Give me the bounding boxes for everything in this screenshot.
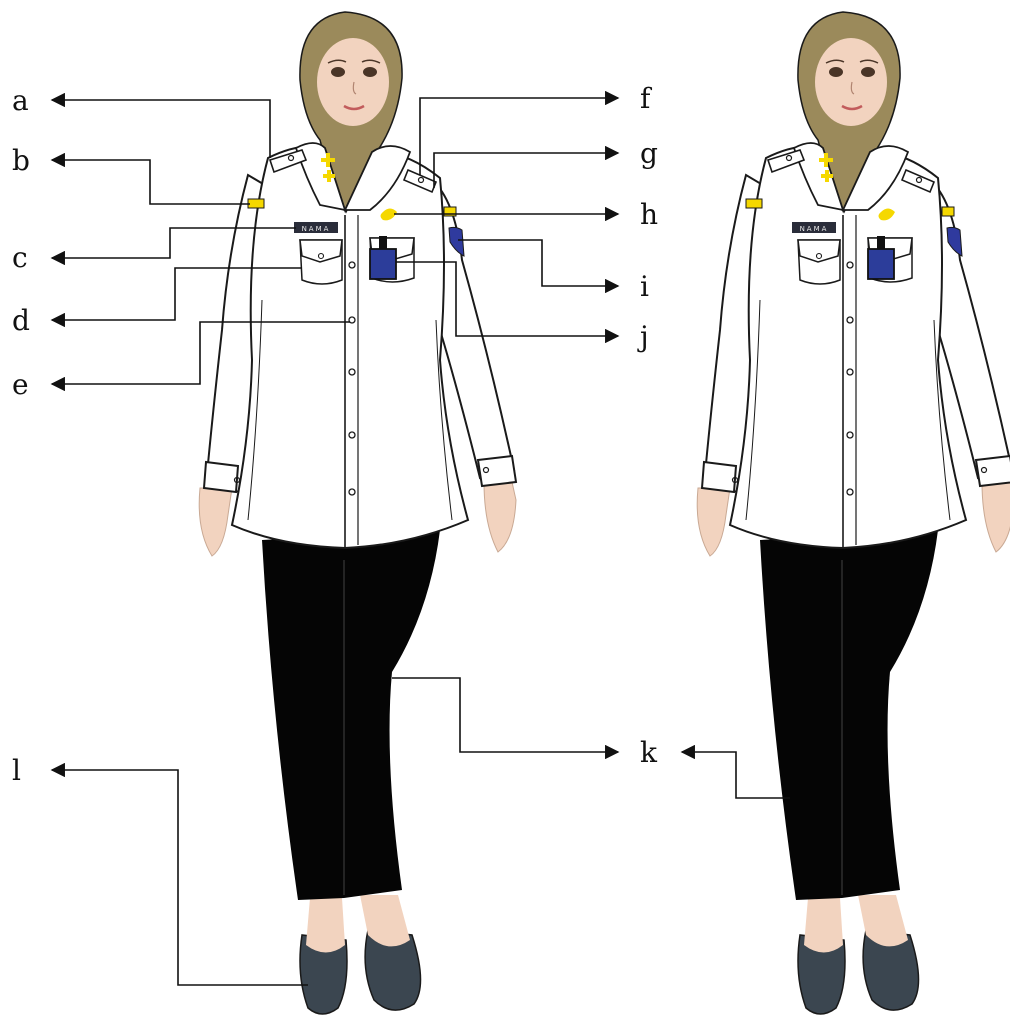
leader-k-right: [682, 752, 790, 798]
leader-b: [52, 160, 250, 204]
leader-a: [52, 100, 270, 158]
label-a: a: [12, 84, 29, 117]
label-h: h: [640, 198, 658, 231]
label-b: b: [12, 144, 30, 177]
label-l: l: [12, 754, 21, 787]
label-d: d: [12, 304, 30, 337]
label-i: i: [640, 270, 649, 303]
label-k: k: [640, 736, 658, 769]
leader-k-left: [392, 678, 618, 752]
label-j: j: [637, 320, 649, 353]
leader-i: [458, 240, 618, 286]
label-f: f: [640, 82, 653, 115]
leader-f: [420, 98, 618, 175]
figure-front-left: [199, 12, 516, 1014]
label-c: c: [12, 241, 28, 274]
figure-front-right: [697, 12, 1010, 1014]
label-g: g: [640, 137, 658, 170]
leader-l: [52, 770, 308, 985]
label-e: e: [12, 368, 29, 401]
leader-g: [434, 153, 618, 188]
